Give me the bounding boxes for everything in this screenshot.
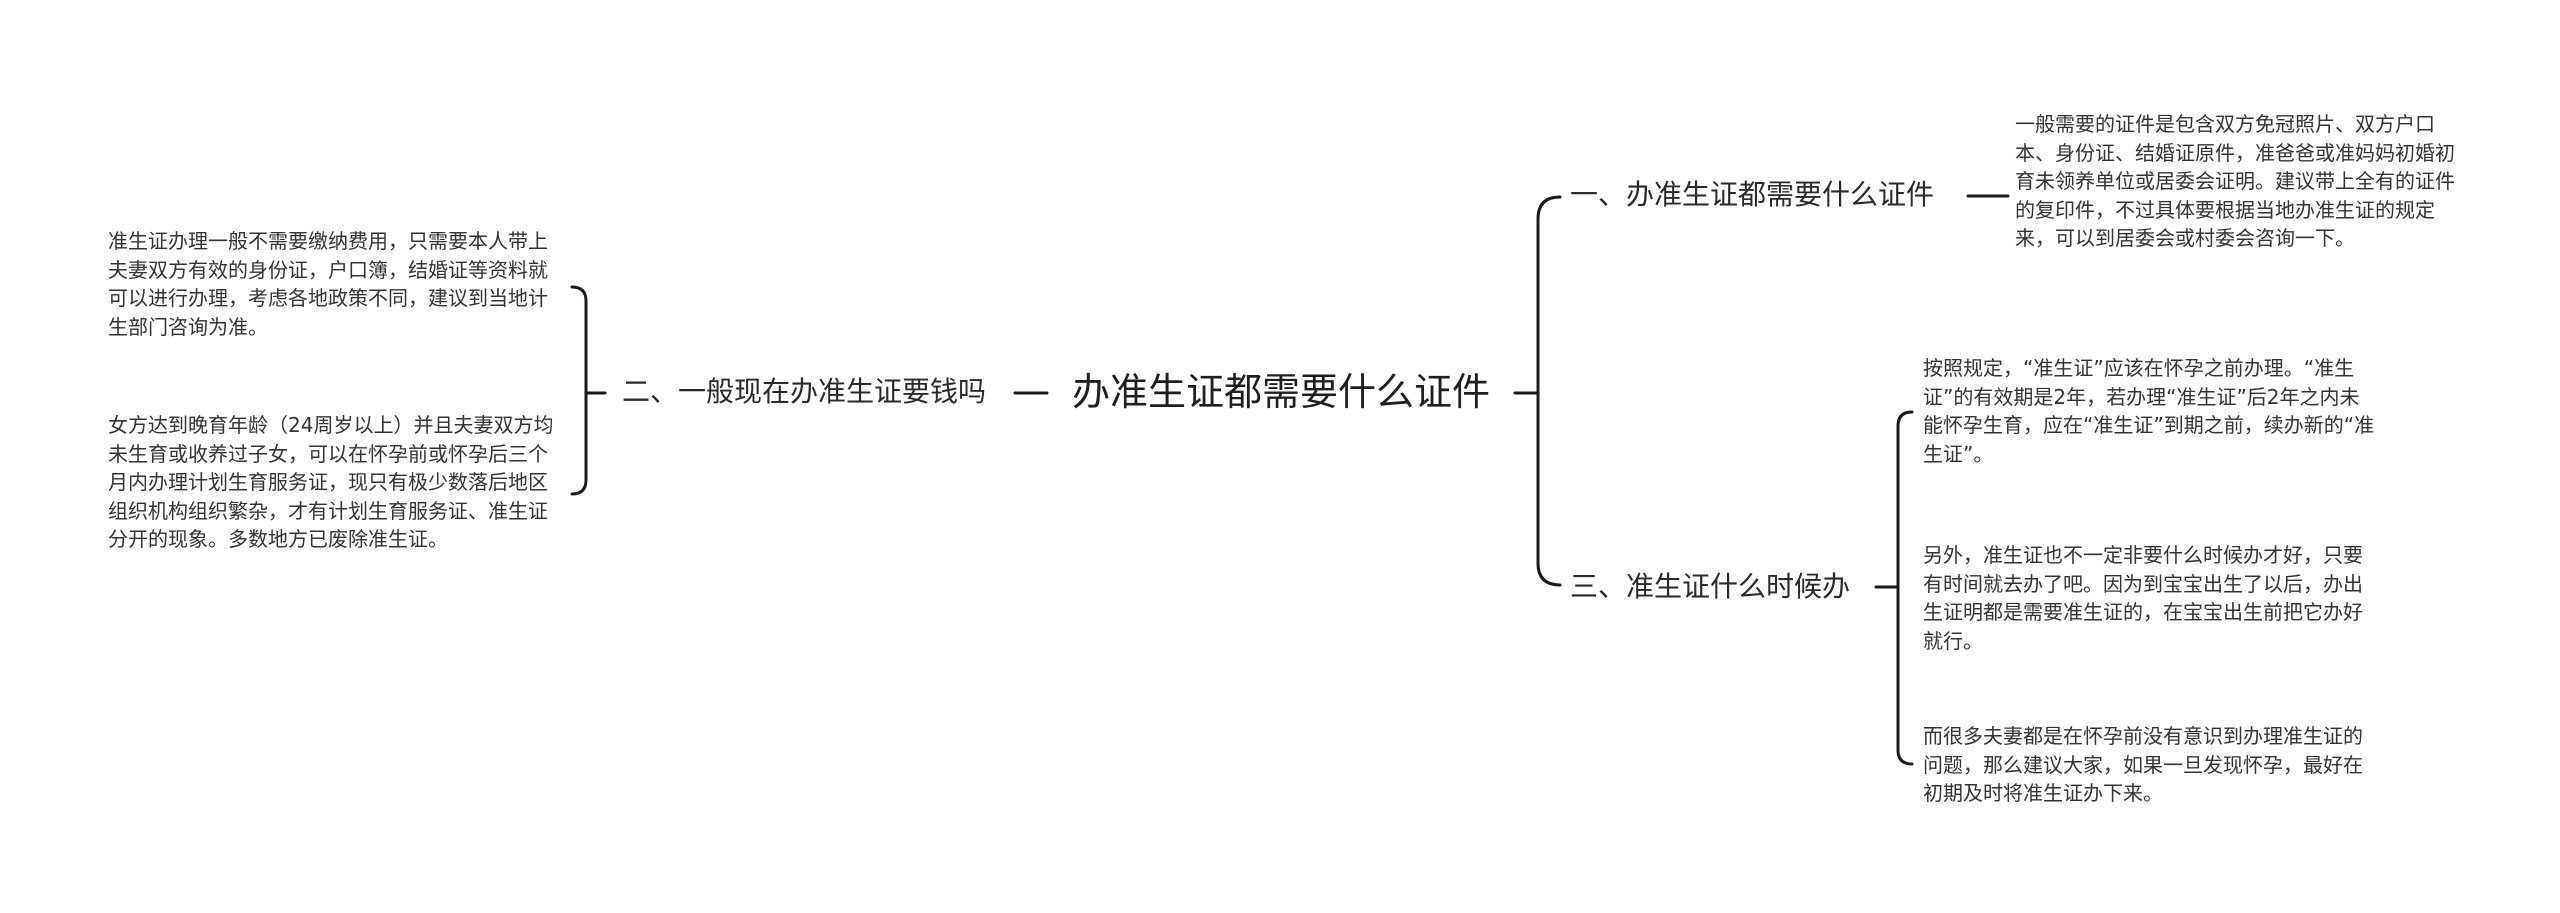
branch-3-leaf-1: 按照规定，“准生证”应该在怀孕之前办理。“准生证”的有效期是2年，若办理“准生证… xyxy=(1923,356,2375,466)
branch-1-label: 一、办准生证都需要什么证件 xyxy=(1570,178,1935,211)
branch-2-label: 二、一般现在办准生证要钱吗 xyxy=(622,375,987,408)
branch-3-leaf-3: 而很多夫妻都是在怀孕前没有意识到办理准生证的问题，那么建议大家，如果一旦发现怀孕… xyxy=(1923,724,2363,806)
bracket-branch-3-leaves xyxy=(1896,410,1914,766)
root-node: 办准生证都需要什么证件 xyxy=(1072,370,1491,414)
branch-2-leaf-1: 准生证办理一般不需要缴纳费用，只需要本人带上夫妻双方有效的身份证，户口簿，结婚证… xyxy=(108,229,548,339)
branch-2-leaf-2: 女方达到晚育年龄（24周岁以上）并且夫妻双方均未生育或收养过子女，可以在怀孕前或… xyxy=(108,413,554,552)
bracket-right-branches xyxy=(1536,195,1562,587)
branch-3-leaf-2: 另外，准生证也不一定非要什么时候办才好，只要有时间就去办了吧。因为到宝宝出生了以… xyxy=(1923,543,2363,653)
bracket-branch-2-leaves xyxy=(570,285,588,496)
branch-1-leaf-1: 一般需要的证件是包含双方免冠照片、双方户口本、身份证、结婚证原件，准爸爸或准妈妈… xyxy=(2015,112,2455,251)
branch-3-label: 三、准生证什么时候办 xyxy=(1570,570,1851,603)
